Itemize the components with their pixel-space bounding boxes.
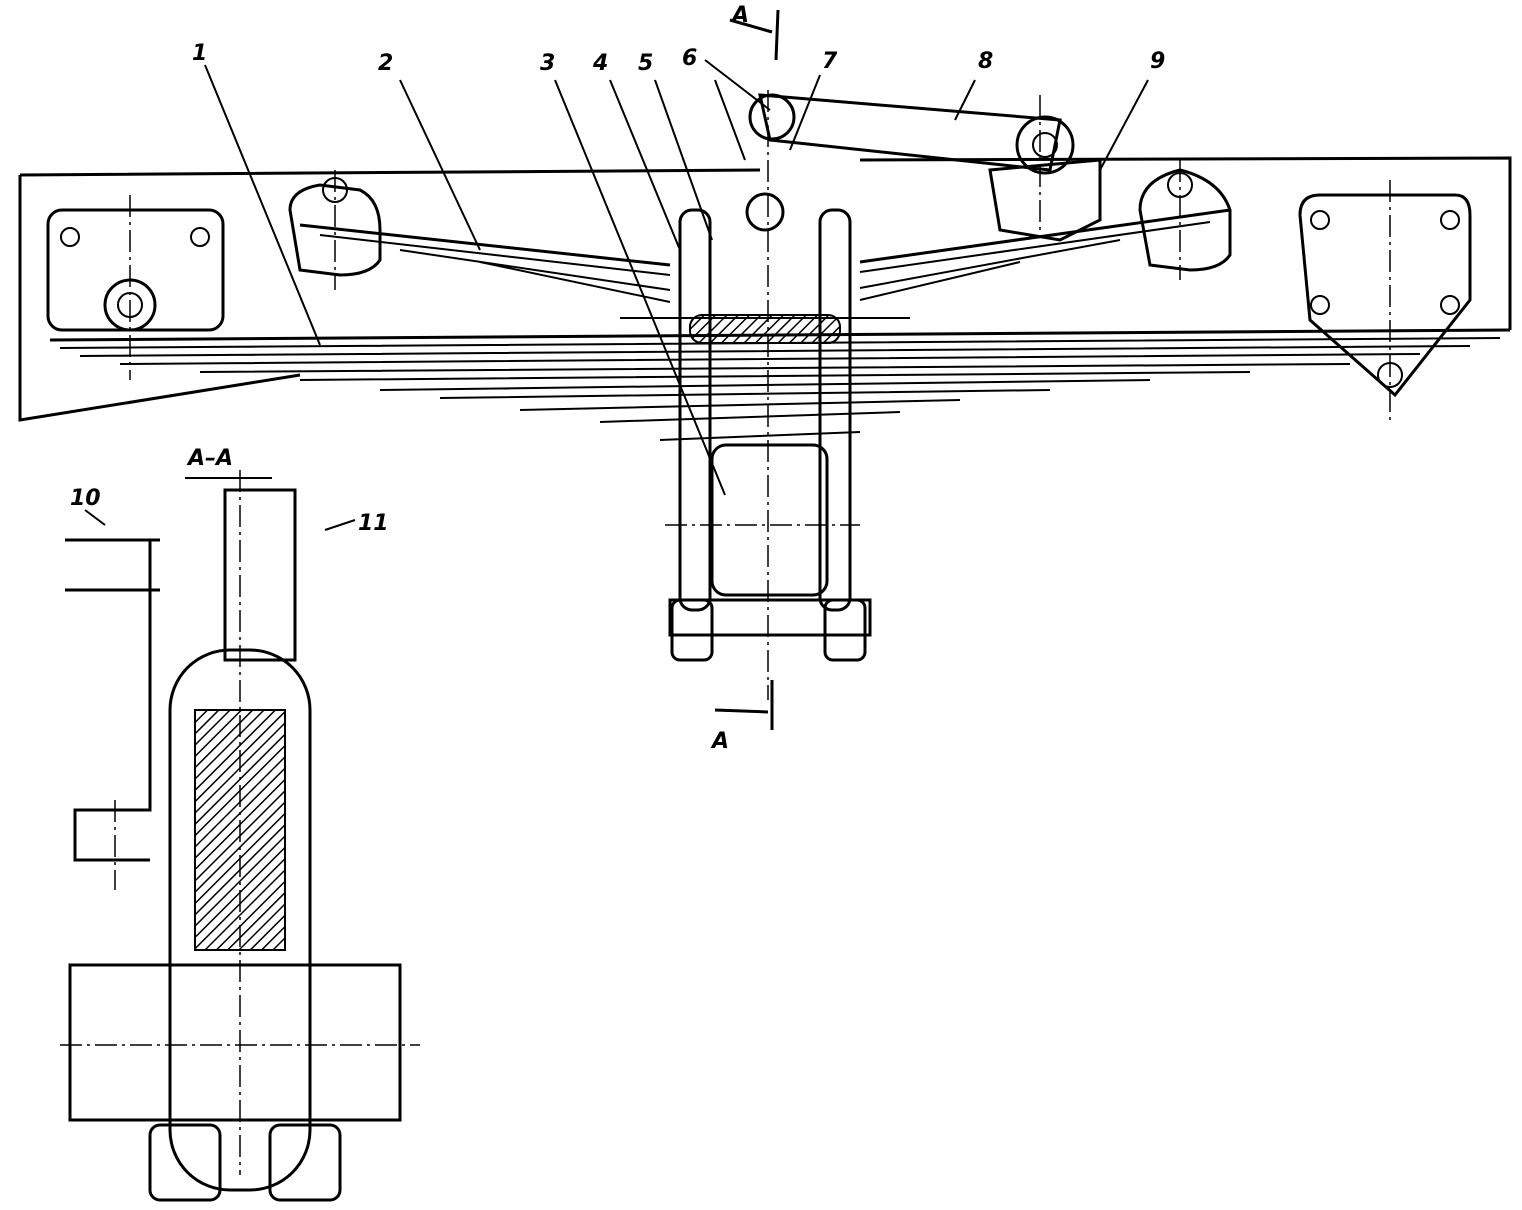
- main-leaf-spring: [49, 328, 1511, 441]
- section-view-a-a: [60, 470, 420, 1202]
- label-1: 1: [192, 41, 207, 66]
- section-marker-bottom: A: [710, 729, 729, 754]
- u-bolts-center: [668, 192, 872, 662]
- section-marker-top: A: [730, 3, 749, 28]
- label-9: 9: [1150, 49, 1165, 74]
- section-marks: [714, 9, 780, 730]
- label-6: 6: [682, 46, 697, 71]
- part-labels: 1 2 3 4 5 6 7 8 9 10 11 A A A–A: [70, 3, 1165, 754]
- label-5: 5: [638, 51, 653, 76]
- upper-leaf-spring: [299, 208, 1231, 319]
- spring-bracket-left: [46, 208, 225, 332]
- label-8: 8: [978, 49, 993, 74]
- frame-rail: [18, 156, 1512, 422]
- centerlines: [129, 90, 1391, 700]
- axle-bracket-9: [988, 158, 1102, 242]
- section-title: A–A: [186, 446, 233, 471]
- label-3: 3: [540, 51, 555, 76]
- label-7: 7: [822, 49, 838, 74]
- label-4: 4: [592, 51, 608, 76]
- label-11: 11: [358, 511, 389, 536]
- leader-lines: [84, 59, 1149, 531]
- label-10: 10: [70, 486, 101, 511]
- label-2: 2: [378, 51, 393, 76]
